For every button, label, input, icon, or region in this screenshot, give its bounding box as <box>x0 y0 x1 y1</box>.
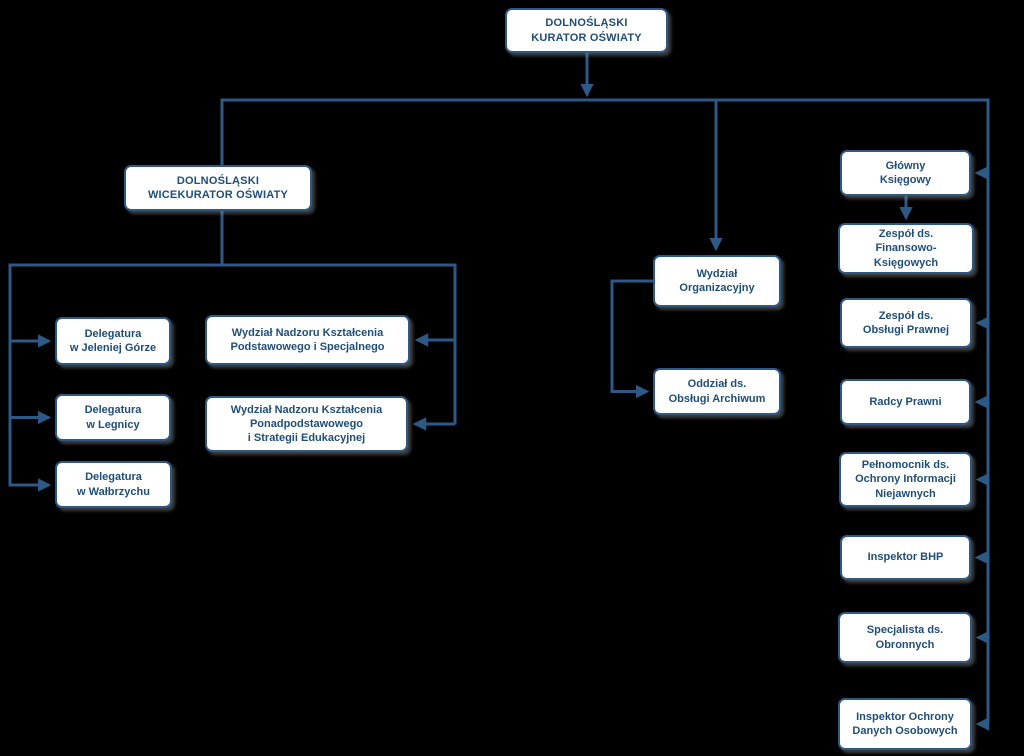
edge-organizacyjny-archiwum <box>610 279 653 399</box>
node-wydzial-nadzoru-ponadpodstawowego: Wydział Nadzoru Kształcenia Ponadpodstaw… <box>205 396 408 452</box>
node-zespol-finansowo-ksiegowy: Zespół ds. Finansowo- Księgowych <box>838 223 974 274</box>
node-kurator: DOLNOŚLĄSKI KURATOR OŚWIATY <box>505 8 668 53</box>
node-delegatura-jelenia-gora: Delegatura w Jeleniej Górze <box>55 317 171 365</box>
node-zespol-obslugi-prawnej: Zespół ds. Obsługi Prawnej <box>840 298 972 348</box>
node-inspektor-ochrony-danych: Inspektor Ochrony Danych Osobowych <box>838 698 972 750</box>
node-oddzial-archiwum: Oddział ds. Obsługi Archiwum <box>653 368 781 415</box>
node-inspektor-bhp: Inspektor BHP <box>840 535 971 580</box>
node-wydzial-nadzoru-podstawowego: Wydział Nadzoru Kształcenia Podstawowego… <box>205 315 410 365</box>
node-delegatura-walbrzych: Delegatura w Wałbrzychu <box>55 461 172 508</box>
node-pelnomocnik-ochrony-informacji: Pełnomocnik ds. Ochrony Informacji Nieja… <box>839 452 972 507</box>
node-wydzial-organizacyjny: Wydział Organizacyjny <box>653 255 781 307</box>
node-delegatura-legnica: Delegatura w Legnicy <box>55 394 171 441</box>
node-glowny-ksiegowy: Główny Księgowy <box>840 150 971 196</box>
node-wicekurator: DOLNOŚLĄSKI WICEKURATOR OŚWIATY <box>124 165 312 211</box>
node-radcy-prawni: Radcy Prawni <box>840 379 971 425</box>
node-specjalista-obronny: Specjalista ds. Obronnych <box>838 612 972 663</box>
